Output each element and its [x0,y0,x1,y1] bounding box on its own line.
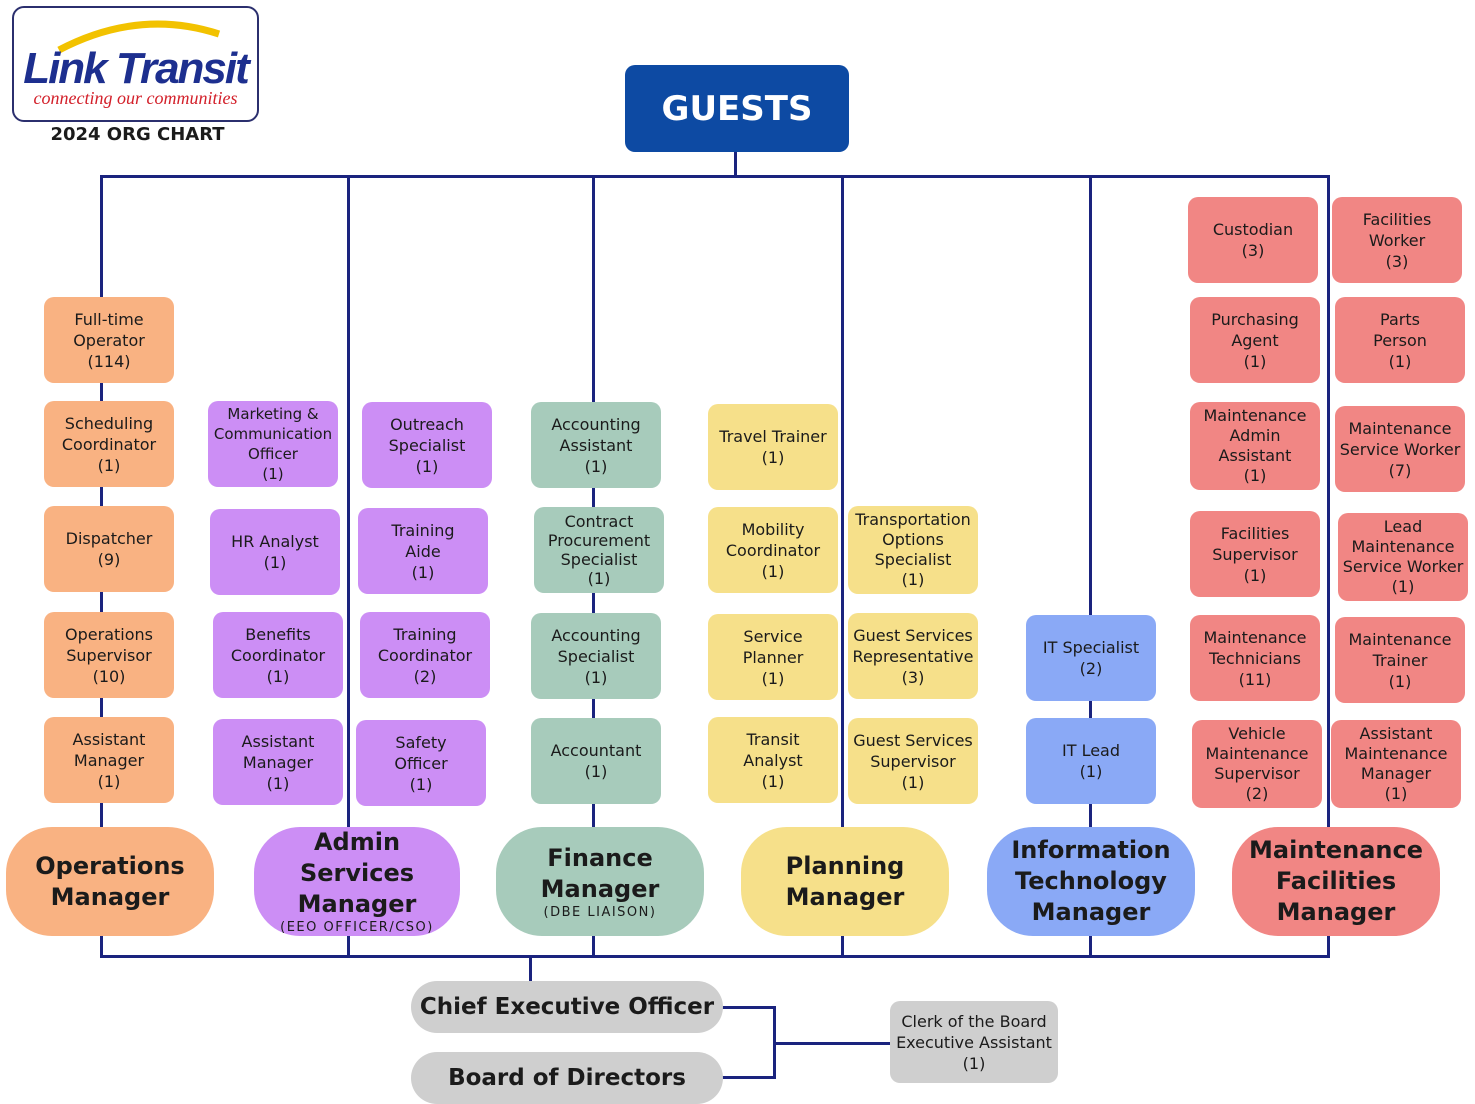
connector-line [841,175,844,958]
position-custodian: Custodian(3) [1188,197,1318,283]
logo-tagline: connecting our communities [33,88,238,108]
link-transit-logo: Link Transit connecting our communities [12,6,259,122]
position-it-specialist: IT Specialist(2) [1026,615,1156,701]
connector-line [1089,175,1092,958]
connector-line [100,955,1330,958]
position-hr-analyst: HR Analyst(1) [210,509,340,595]
logo-swoosh [57,20,221,54]
guests-box: GUESTS [625,65,849,152]
position-accountant: Accountant(1) [531,718,661,804]
chief-executive-officer: Chief Executive Officer [411,981,723,1033]
connector-line [529,955,532,982]
connector-line [773,1042,891,1045]
position-it-lead: IT Lead(1) [1026,718,1156,804]
position-dispatcher: Dispatcher(9) [44,506,174,592]
logo-wordmark: Link Transit [23,44,250,93]
connector-line [1327,175,1330,958]
chart-title: 2024 ORG CHART [50,124,225,145]
connector-line [722,1076,776,1079]
connector-line [734,152,737,176]
connector-line [100,175,1330,178]
position-travel-trainer: Travel Trainer(1) [708,404,838,490]
board-of-directors: Board of Directors [411,1052,723,1104]
connector-line [722,1006,776,1009]
connector-line [347,175,350,958]
